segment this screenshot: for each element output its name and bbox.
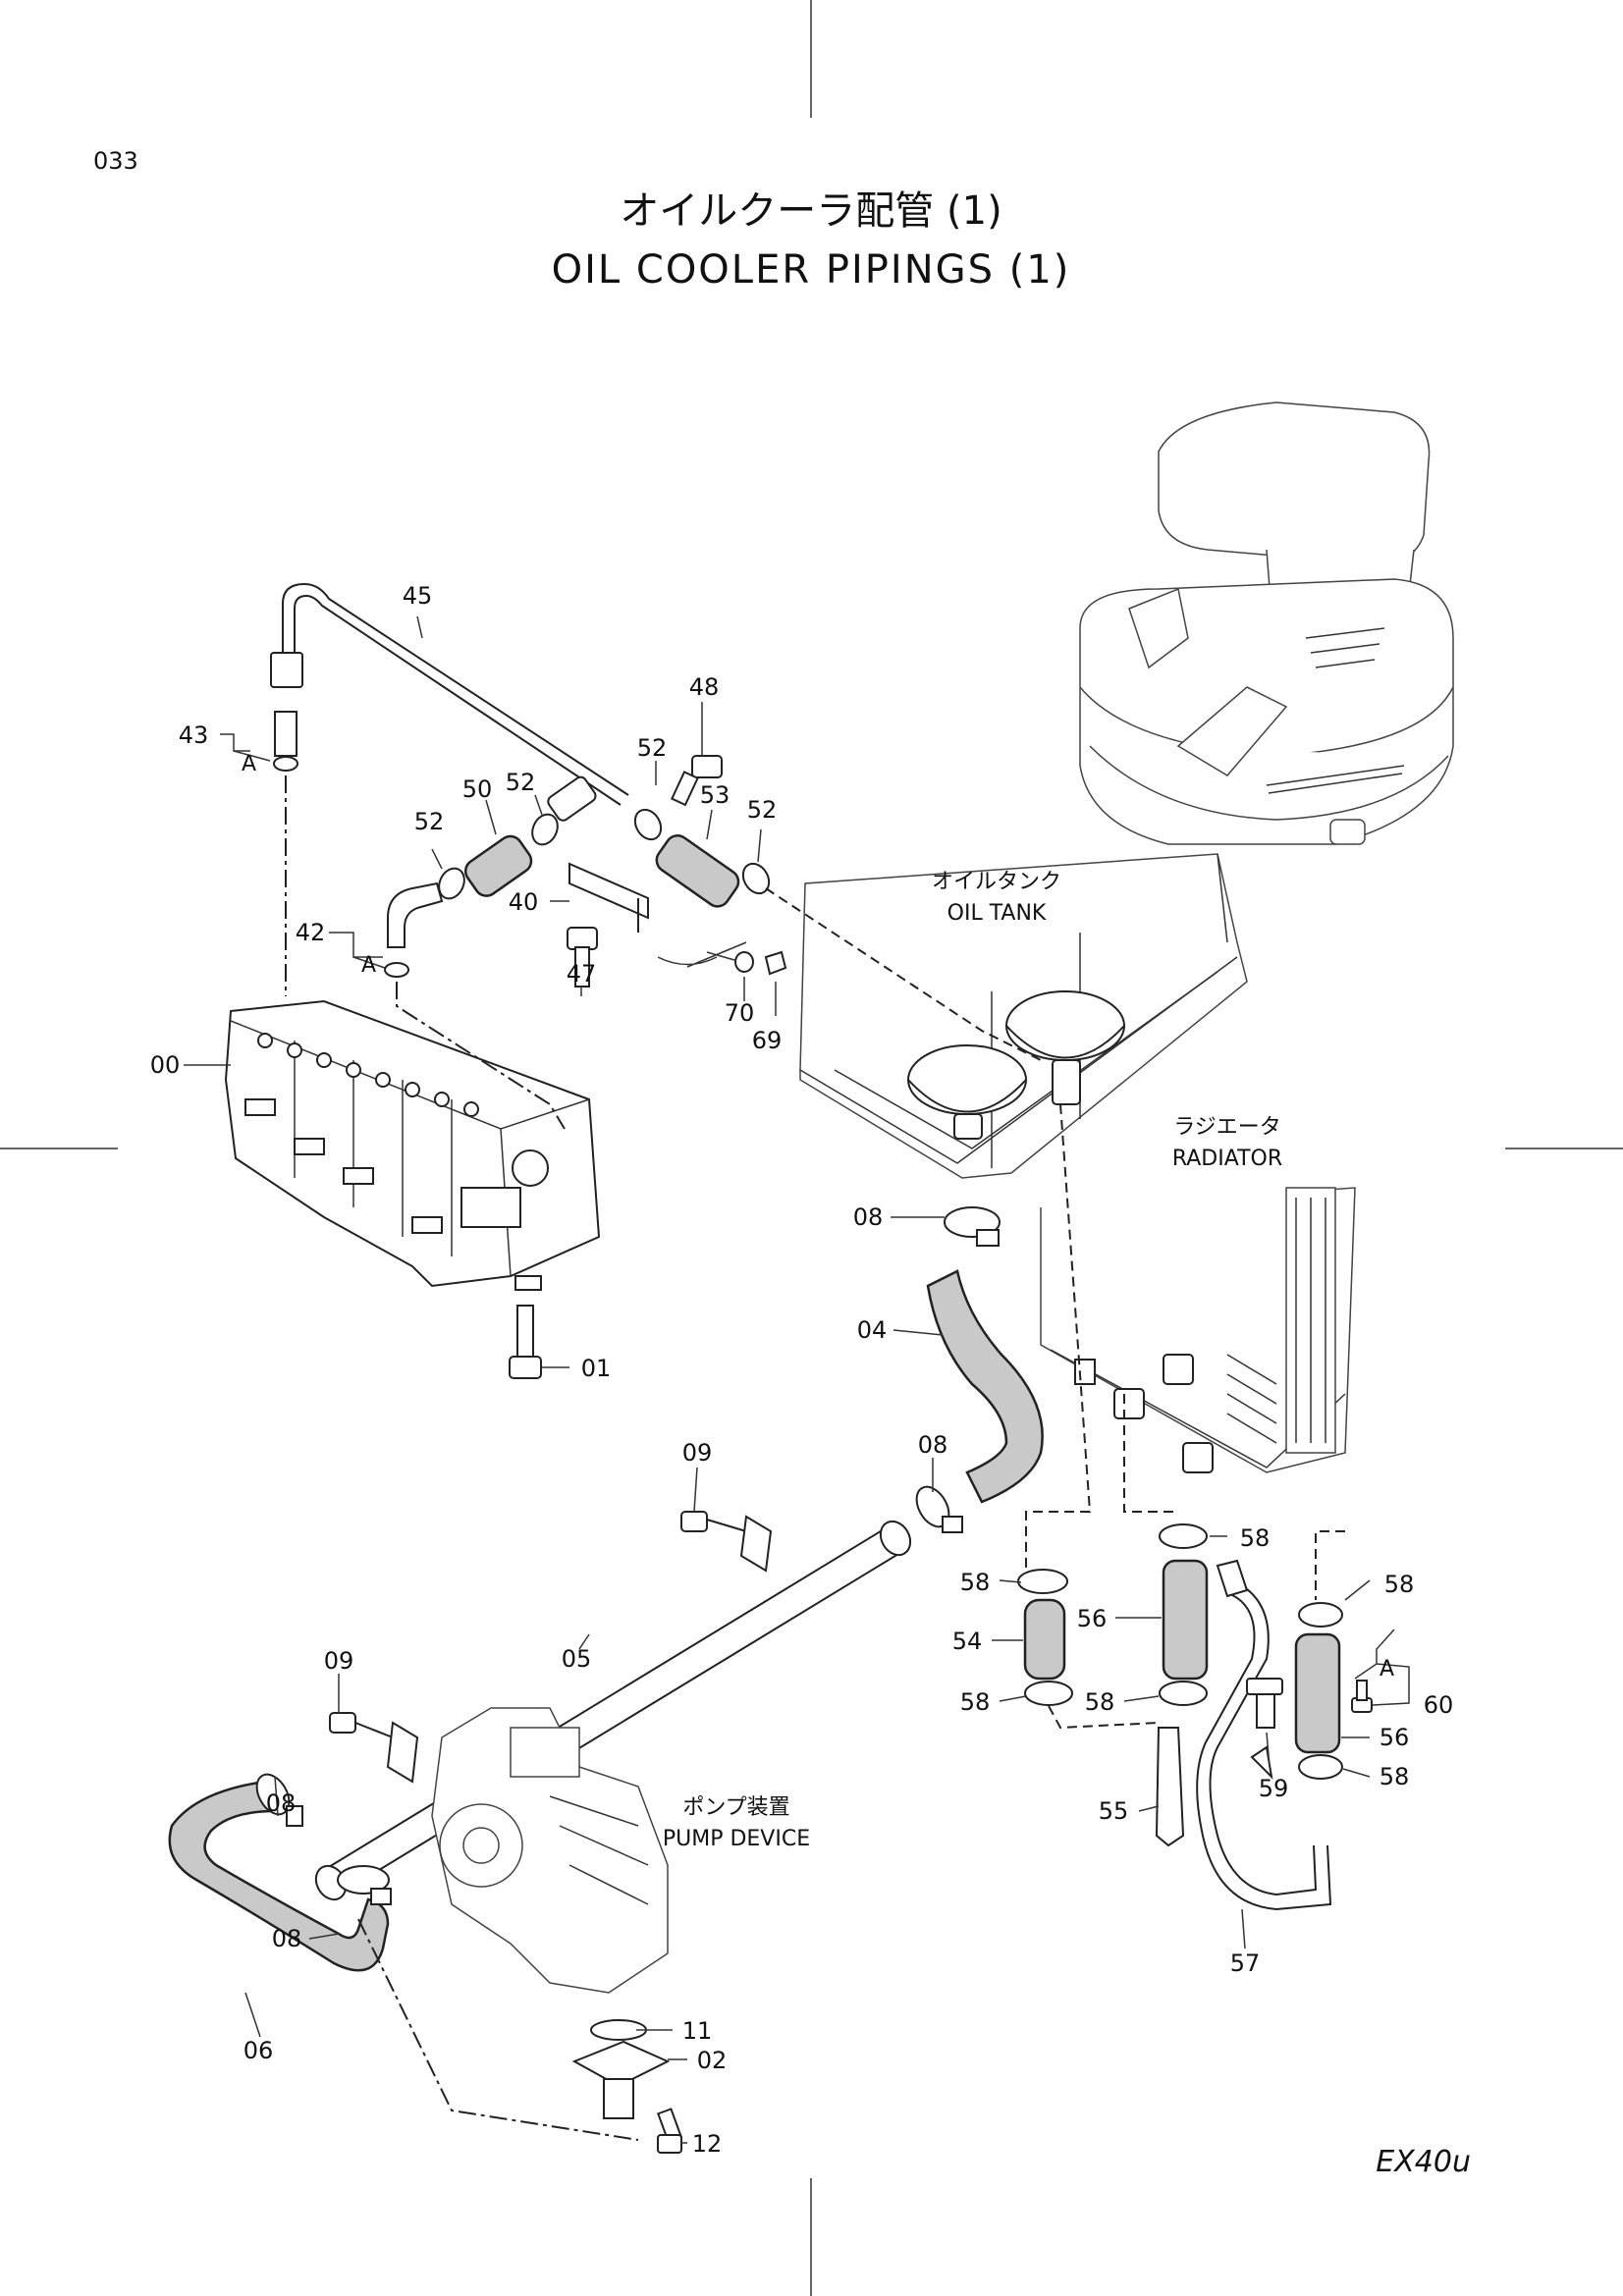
part-label-58-b: 58 [960,1569,991,1596]
part-label-08-d: 08 [272,1925,302,1952]
washer-nut-70-69 [706,950,787,976]
part-label-59: 59 [1259,1775,1289,1802]
part-label-60: 60 [1424,1691,1454,1719]
clamps-08 [255,1206,1001,1905]
part-label-56-b: 56 [1380,1724,1410,1751]
part-label-57: 57 [1230,1949,1261,1977]
hoses-50-53 [463,775,740,908]
part-label-08-c: 08 [266,1789,297,1817]
bolt-47 [567,927,598,988]
hose-06 [168,1780,390,1972]
page-number: 033 [93,147,138,175]
part-label-42: 42 [296,919,326,946]
excavator-overview-illustration [1079,401,1454,845]
bolt-48 [670,755,723,807]
part-label-40: 40 [509,888,539,916]
part-label-52-b: 52 [506,769,536,796]
oil-tank-label-jp: オイルタンク [932,870,1061,894]
pump-label-en: PUMP DEVICE [663,1827,810,1851]
part-label-11: 11 [682,2017,713,2045]
part-label-58-a: 58 [1240,1524,1271,1552]
part-label-55: 55 [1099,1797,1129,1825]
oil-tank-label-en: OIL TANK [947,901,1047,926]
control-valve-00 [224,999,601,1291]
bolts-09 [329,1511,773,1784]
part-label-50: 50 [462,775,493,803]
part-label-70: 70 [725,999,755,1027]
part-label-08-b: 08 [918,1431,948,1459]
part-label-48: 48 [689,673,720,701]
right-hose-group [1017,1523,1373,1911]
part-label-43: 43 [179,721,209,749]
part-label-01: 01 [581,1355,612,1382]
part-number-labels: 45 43 48 52 52 50 53 52 52 40 42 47 70 6… [150,582,1454,2158]
part-label-58-e: 58 [1085,1688,1115,1716]
fitting-43 [270,652,303,772]
leader-lines [184,615,1410,2144]
pump-label-jp: ポンプ装置 [682,1795,789,1820]
oil-tank-illustration [799,853,1248,1179]
part-label-09-b: 09 [324,1647,354,1675]
title-japanese: オイルクーラ配管 (1) [620,188,1001,234]
part-label-02: 02 [697,2047,728,2074]
part-label-54: 54 [952,1628,983,1655]
part-label-09-a: 09 [682,1439,713,1467]
pump-device-illustration [431,1707,669,1994]
part-label-47: 47 [567,960,597,988]
ref-a-42: A [361,953,376,978]
part-label-52-a: 52 [637,734,668,762]
flange-02 [571,2019,682,2154]
title-english: OIL COOLER PIPINGS (1) [552,247,1071,293]
part-label-52-c: 52 [747,796,778,824]
radiator-label-en: RADIATOR [1172,1147,1282,1171]
part-label-12: 12 [692,2130,723,2158]
ref-a-60: A [1380,1657,1394,1682]
ref-a-43: A [242,752,256,776]
bolt-01 [509,1305,542,1379]
pipe-45 [282,582,629,806]
elbow-42 [384,881,444,978]
hose-04 [926,1269,1044,1504]
part-label-45: 45 [403,582,433,610]
part-label-58-d: 58 [960,1688,991,1716]
part-label-05: 05 [562,1645,592,1673]
model-code: EX40u [1376,2145,1471,2179]
part-label-00: 00 [150,1051,181,1079]
part-label-58-f: 58 [1380,1763,1410,1790]
part-label-08-a: 08 [853,1203,884,1231]
part-label-52-d: 52 [414,808,445,835]
radiator-label-jp: ラジエータ [1173,1115,1281,1140]
part-label-69: 69 [752,1027,783,1054]
part-label-04: 04 [857,1316,888,1344]
part-label-53: 53 [700,781,730,809]
clamps-52 [438,808,771,900]
part-label-56-a: 56 [1077,1605,1108,1632]
radiator-illustration [1040,1187,1356,1473]
part-label-06: 06 [243,2037,274,2064]
connection-lines [285,775,1345,2141]
part-label-58-c: 58 [1384,1571,1415,1598]
